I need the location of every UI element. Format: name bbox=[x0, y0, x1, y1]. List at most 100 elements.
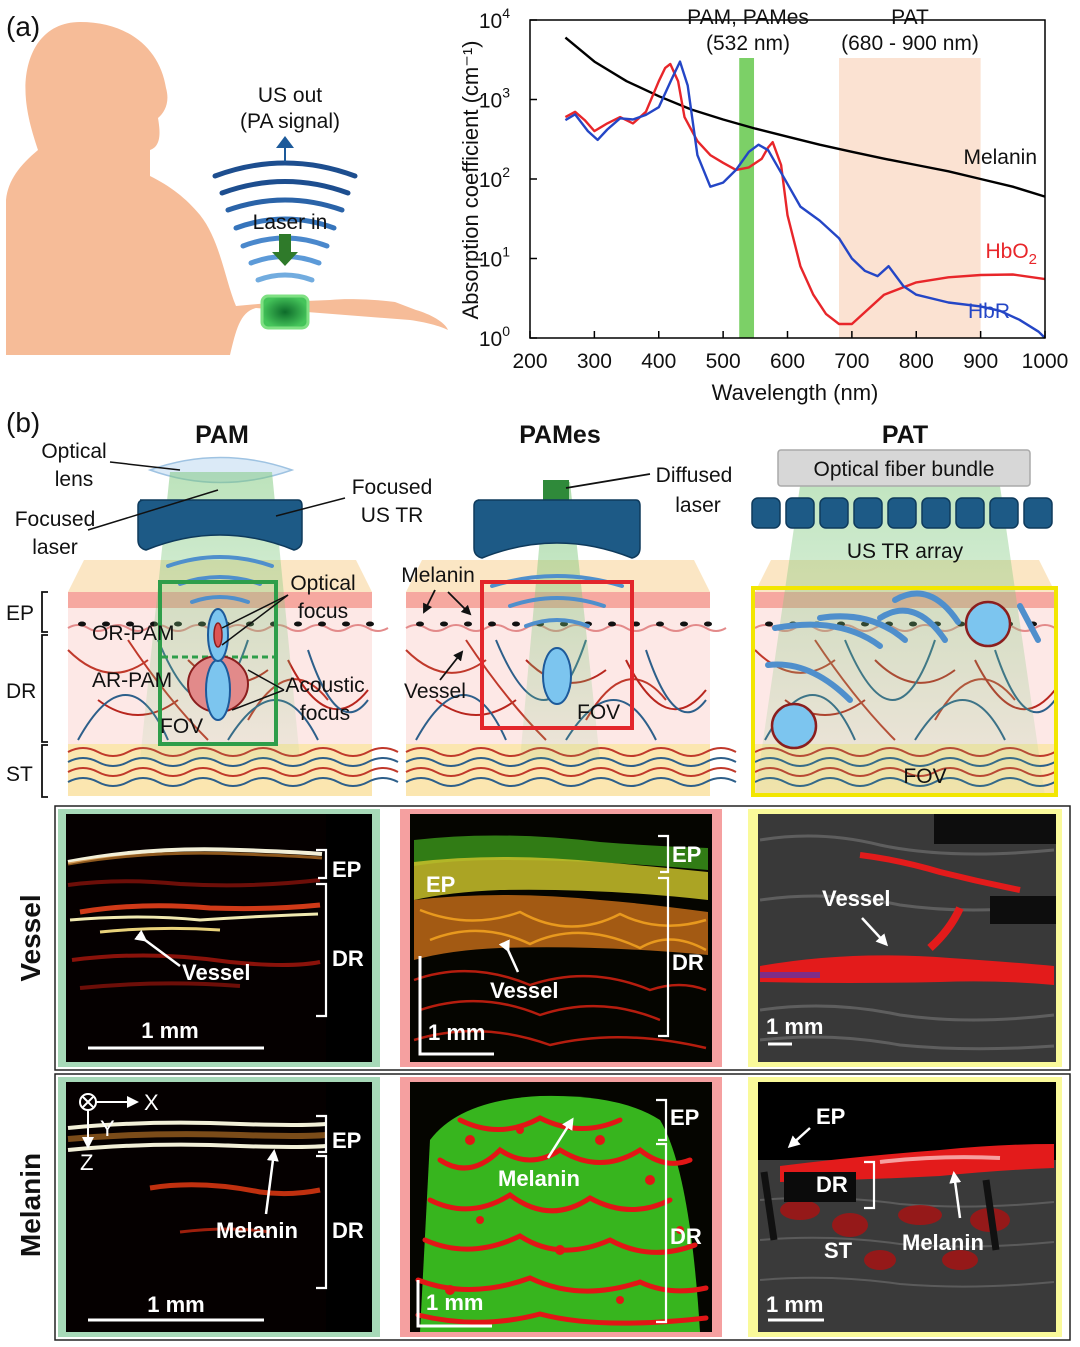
x-tick-label-8: 1000 bbox=[1022, 350, 1069, 373]
vessel-st bbox=[67, 757, 399, 767]
pam-fov-box bbox=[158, 580, 278, 746]
melanin-dot bbox=[416, 621, 424, 627]
x-tick-label-1: 300 bbox=[577, 350, 612, 373]
pames-vessel-ep-inner: EP bbox=[426, 872, 455, 897]
image-melanin-pat bbox=[758, 1082, 1056, 1332]
vessel-red bbox=[67, 649, 149, 674]
focused-us-label-1: Focused bbox=[352, 476, 433, 499]
array-element bbox=[1023, 497, 1053, 529]
or-pam-label: OR-PAM bbox=[92, 622, 174, 645]
laser-in-arrow bbox=[272, 234, 298, 266]
panel-b-label: (b) bbox=[6, 407, 40, 438]
us-out-label-2: (PA signal) bbox=[240, 110, 340, 133]
array-element bbox=[853, 497, 883, 529]
y-tick-label-2: 102 bbox=[479, 164, 510, 192]
band-0 bbox=[739, 58, 755, 338]
melanin-dot bbox=[656, 621, 664, 627]
pat-melanin-ep: EP bbox=[816, 1104, 845, 1129]
series-line-0 bbox=[564, 36, 1046, 198]
acoustic-focus-label-2: focus bbox=[300, 702, 350, 725]
pam-vessel-scale: 1 mm bbox=[141, 1018, 198, 1043]
melanin-dot bbox=[488, 621, 496, 627]
diffused-laser-label-1: Diffused bbox=[656, 464, 733, 487]
vessel-blue bbox=[307, 649, 369, 714]
vessel-label-pames: Vessel bbox=[404, 680, 466, 703]
melanin-label-pames: Melanin bbox=[401, 564, 475, 587]
title-pam: PAM bbox=[195, 421, 249, 449]
optical-lens-label-1: Optical bbox=[41, 440, 106, 463]
image-vessel-pam bbox=[66, 814, 372, 1062]
band-pat-label-1: PAT bbox=[891, 6, 929, 29]
melanin-dot bbox=[680, 621, 688, 627]
x-tick-label-3: 500 bbox=[706, 350, 741, 373]
pam-axis-x: X bbox=[144, 1090, 159, 1115]
focused-us-transducer-pam bbox=[137, 499, 303, 551]
chart-y-label: Absorption coefficient (cm⁻¹) bbox=[458, 41, 483, 320]
y-tick-label-3: 103 bbox=[479, 85, 510, 113]
pat-melanin-st: ST bbox=[824, 1238, 853, 1263]
pames-melanin-arrow-label: Melanin bbox=[498, 1166, 580, 1191]
band-pam-label-2: (532 nm) bbox=[706, 32, 790, 55]
array-element bbox=[989, 497, 1019, 529]
pames-melanin-dr: DR bbox=[670, 1224, 702, 1249]
pames-fov-label: FOV bbox=[577, 701, 620, 724]
x-tick-label-5: 700 bbox=[834, 350, 869, 373]
pam-melanin-dr: DR bbox=[332, 1218, 364, 1243]
grid-outer-top bbox=[54, 805, 1071, 1071]
fiber-bundle-label: Optical fiber bundle bbox=[814, 458, 995, 481]
pames-focus bbox=[542, 647, 572, 705]
optical-focus-inner bbox=[213, 622, 223, 648]
row-label-vessel: Vessel bbox=[15, 894, 46, 981]
panel-a: (a) US out (PA signal) Laser in 200 bbox=[6, 5, 1068, 405]
x-tick-label-2: 400 bbox=[641, 350, 676, 373]
melanin-dot bbox=[440, 621, 448, 627]
melanin-dot bbox=[78, 621, 86, 627]
image-grid: Vessel Melanin EP DR Vessel 1 mm bbox=[15, 805, 1071, 1341]
y-tick-label-4: 104 bbox=[479, 5, 510, 33]
pames-melanin-ep: EP bbox=[670, 1105, 699, 1130]
x-tick-label-7: 900 bbox=[963, 350, 998, 373]
vessel-blue bbox=[415, 694, 507, 741]
pam-fov-label: FOV bbox=[160, 715, 203, 738]
pam-melanin-ep: EP bbox=[332, 1128, 361, 1153]
vessel-st bbox=[405, 777, 737, 787]
band-pam-label-1: PAM, PAMes bbox=[687, 6, 809, 29]
pat-vessel-scale: 1 mm bbox=[766, 1014, 823, 1039]
us-tr-array bbox=[751, 497, 1053, 529]
acoustic-focus-label-1: Acoustic bbox=[285, 674, 364, 697]
array-element bbox=[887, 497, 917, 529]
pam-axis-z: Z bbox=[80, 1150, 93, 1175]
pat-vessel-arrow-label: Vessel bbox=[822, 886, 891, 911]
x-tick-label-0: 200 bbox=[512, 350, 547, 373]
us-out-label-1: US out bbox=[258, 84, 322, 107]
chart-x-label: Wavelength (nm) bbox=[712, 380, 879, 405]
hbo2-sub: 2 bbox=[1029, 251, 1037, 268]
focused-laser-label-2: laser bbox=[32, 536, 78, 559]
image-vessel-pames bbox=[410, 814, 712, 1062]
row-label-melanin: Melanin bbox=[15, 1153, 46, 1257]
pat-melanin-scale: 1 mm bbox=[766, 1292, 823, 1317]
vessel-st bbox=[67, 777, 399, 787]
pames-vessel-dr: DR bbox=[672, 950, 704, 975]
pam-vessel-arrow-label: Vessel bbox=[182, 960, 251, 985]
pam-callout-lines bbox=[87, 461, 346, 711]
optical-focus-label-2: focus bbox=[298, 600, 348, 623]
series-line-2 bbox=[564, 60, 1046, 339]
vessel-st bbox=[405, 757, 737, 767]
layer-brackets bbox=[41, 591, 48, 798]
band-pat-label-2: (680 - 900 nm) bbox=[841, 32, 979, 55]
melanin-dot bbox=[704, 621, 712, 627]
acoustic-focus bbox=[205, 659, 231, 721]
pat-target-2 bbox=[770, 702, 818, 750]
us-array-label: US TR array bbox=[847, 540, 964, 563]
optical-focus-label-1: Optical bbox=[290, 572, 355, 595]
image-melanin-pam bbox=[66, 1082, 372, 1332]
x-tick-label-4: 600 bbox=[770, 350, 805, 373]
vessel-blue bbox=[645, 649, 707, 714]
melanin-dot bbox=[102, 621, 110, 627]
title-pames: PAMes bbox=[519, 421, 601, 449]
chart-bands bbox=[739, 58, 981, 338]
